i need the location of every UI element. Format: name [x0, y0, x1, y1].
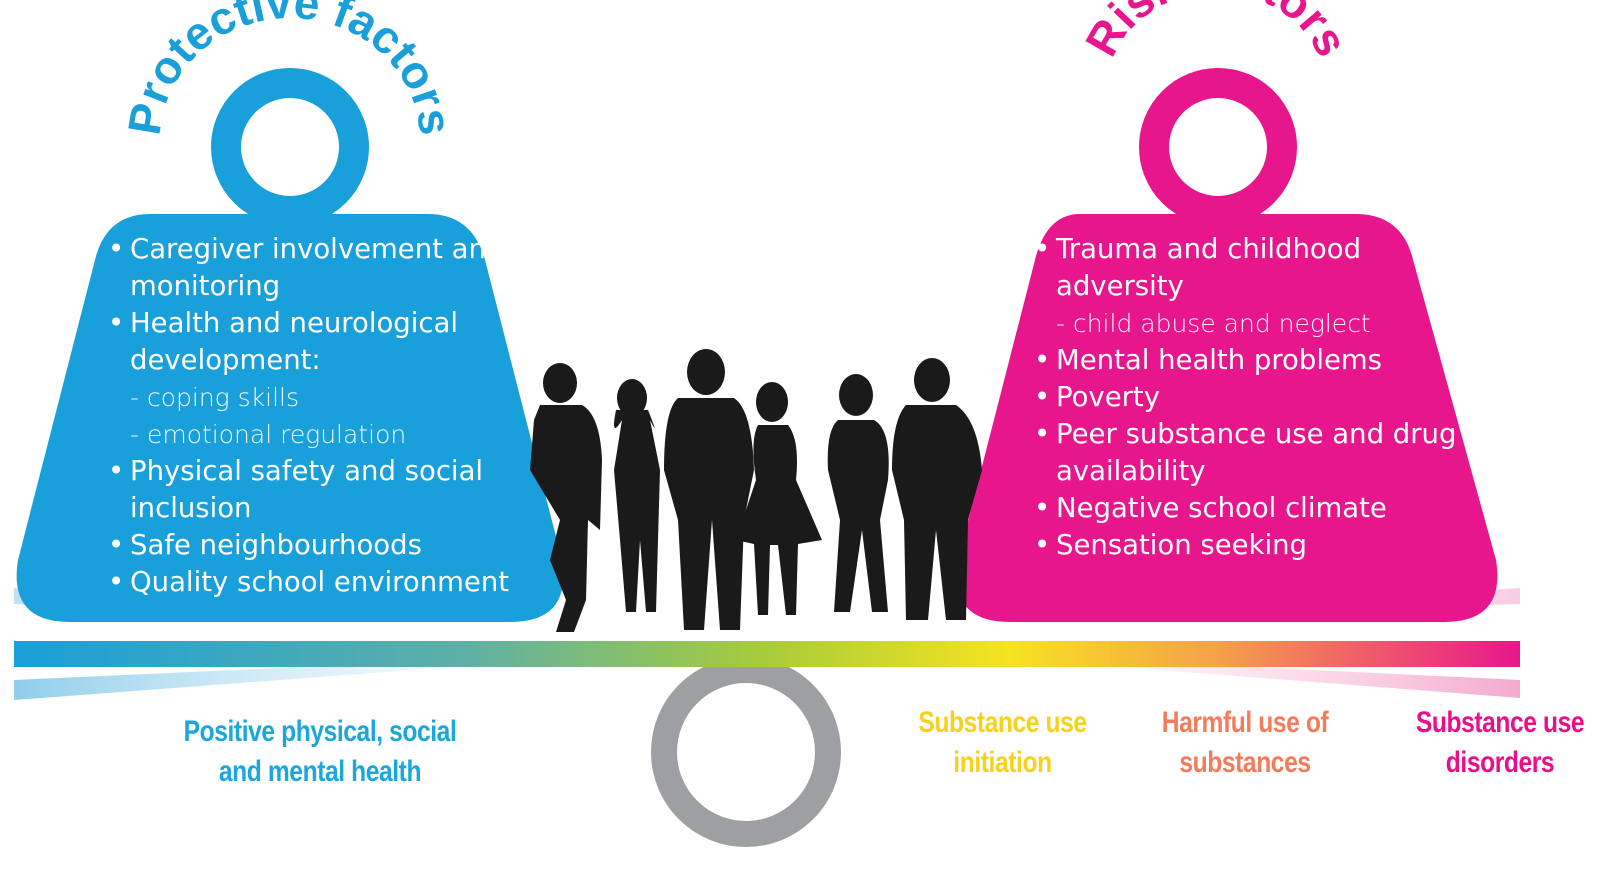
protective-factor-item: Safe neighbourhoods	[104, 527, 544, 564]
protective-factor-item-label: Health and neurological development:	[130, 307, 458, 376]
protective-factor-subitem: coping skills	[130, 379, 544, 416]
risk-factor-item-label: Sensation seeking	[1056, 529, 1308, 561]
person-silhouette-5	[827, 374, 889, 612]
person-silhouette-4	[736, 382, 822, 615]
balance-beam	[14, 641, 1520, 667]
risk-factor-item-label: Poverty	[1056, 381, 1160, 413]
risk-factor-item: Trauma and childhood adversitychild abus…	[1030, 231, 1470, 342]
risk-factor-item-label: Negative school climate	[1056, 492, 1387, 524]
risk-factor-item-label: Peer substance use and drug availability	[1056, 418, 1457, 487]
risk-factor-item: Sensation seeking	[1030, 527, 1470, 564]
outcome-positive-health: Positive physical, social and mental hea…	[183, 715, 457, 788]
fulcrum-ring-icon	[651, 657, 841, 847]
person-silhouette-2	[614, 379, 660, 612]
risk-factor-item-label: Mental health problems	[1056, 344, 1382, 376]
risk-title: Risk factors	[1075, 0, 1358, 64]
risk-factor-item: Peer substance use and drug availability	[1030, 416, 1470, 490]
risk-factor-item: Poverty	[1030, 379, 1470, 416]
protective-factor-item: Physical safety and social inclusion	[104, 453, 544, 527]
protective-factor-subitem: emotional regulation	[130, 416, 544, 453]
protective-factor-item-label: Physical safety and social inclusion	[130, 455, 484, 524]
risk-factor-item: Negative school climate	[1030, 490, 1470, 527]
protective-factor-item: Health and neurological development:copi…	[104, 305, 544, 453]
risk-factor-item: Mental health problems	[1030, 342, 1470, 379]
person-silhouette-6	[892, 358, 982, 620]
risk-factor-item-label: Trauma and childhood adversity	[1056, 233, 1362, 302]
protective-factor-item-label: Quality school environment	[130, 566, 510, 598]
outcome-substance-use-disorders: Substance use disorders	[1415, 706, 1585, 779]
protective-factor-item: Quality school environment	[104, 564, 544, 601]
protective-factors-list: Caregiver involvement and monitoringHeal…	[104, 231, 544, 601]
outcome-substance-use-initiation: Substance use initiation	[918, 706, 1087, 779]
person-silhouette-3	[664, 349, 754, 630]
risk-factor-subitem: child abuse and neglect	[1056, 305, 1470, 342]
people-silhouette-icon	[530, 349, 982, 632]
protective-factor-item: Caregiver involvement and monitoring	[104, 231, 544, 305]
risk-factors-list: Trauma and childhood adversitychild abus…	[1030, 231, 1470, 564]
protective-factor-item-label: Caregiver involvement and monitoring	[130, 233, 504, 302]
protective-factor-item-label: Safe neighbourhoods	[130, 529, 422, 561]
outcome-harmful-use: Harmful use of substances	[1161, 706, 1329, 779]
person-silhouette-1	[530, 363, 602, 632]
